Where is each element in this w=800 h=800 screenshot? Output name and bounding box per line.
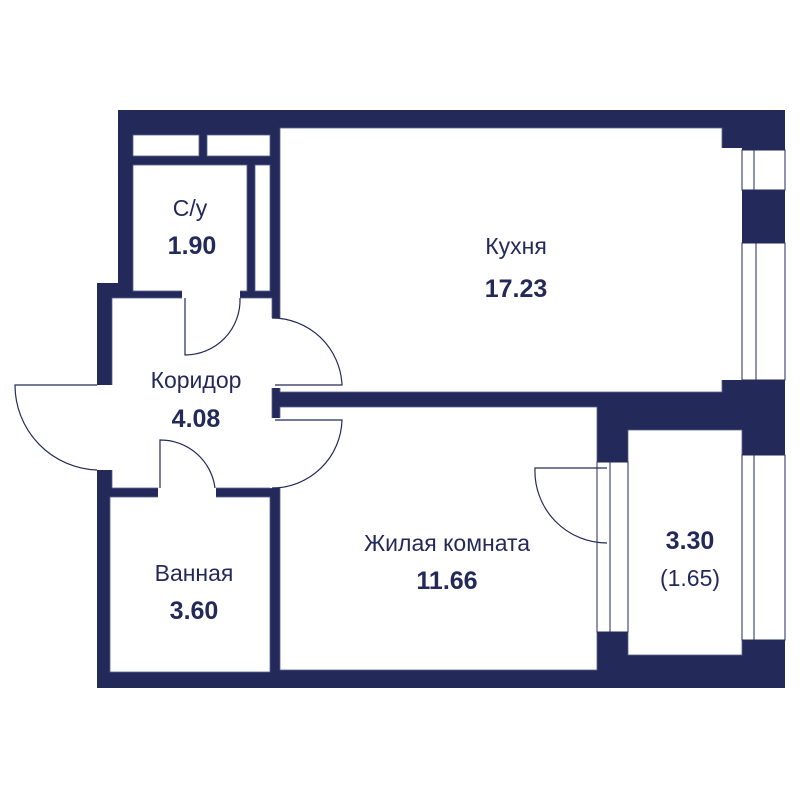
wc-area: 1.90 — [167, 232, 217, 260]
balcony-window — [741, 454, 786, 641]
bath-door-swing — [159, 439, 216, 489]
entrance-opening — [96, 385, 114, 470]
room-bathroom — [109, 496, 271, 673]
entrance-door-swing — [14, 384, 98, 471]
kitchen-window-large — [741, 242, 786, 381]
balcony-door-swing — [534, 467, 608, 544]
living-name: Жилая комната — [363, 530, 531, 556]
wc-name: С/у — [172, 195, 208, 221]
bathroom-area: 3.60 — [169, 597, 219, 625]
kitchen-door-opening — [270, 318, 282, 388]
closet-right — [206, 134, 271, 157]
bathroom-name: Ванная — [154, 560, 234, 586]
balcony-reduced-area: (1.65) — [659, 565, 721, 591]
room-corridor — [111, 297, 273, 489]
balcony-area: 3.30 — [665, 527, 715, 555]
bath-door-opening — [158, 486, 216, 499]
wc-door-opening — [182, 289, 240, 301]
living-balcony-window — [596, 461, 629, 633]
shaft — [254, 164, 271, 292]
room-kitchen — [279, 127, 723, 393]
room-wc — [132, 164, 248, 292]
kitchen-area: 17.23 — [484, 275, 548, 303]
living-door-opening — [270, 418, 282, 488]
wc-door-swing — [184, 297, 241, 356]
corridor-name: Коридор — [150, 367, 242, 393]
closet-left — [132, 134, 200, 157]
kitchen-bay — [700, 148, 742, 380]
living-door-swing — [271, 419, 343, 489]
kitchen-name: Кухня — [485, 233, 547, 259]
corridor-area: 4.08 — [171, 405, 221, 433]
kitchen-door-swing — [271, 317, 343, 386]
kitchen-window-small — [741, 149, 786, 191]
living-area: 11.66 — [416, 567, 478, 595]
room-living — [279, 406, 598, 671]
